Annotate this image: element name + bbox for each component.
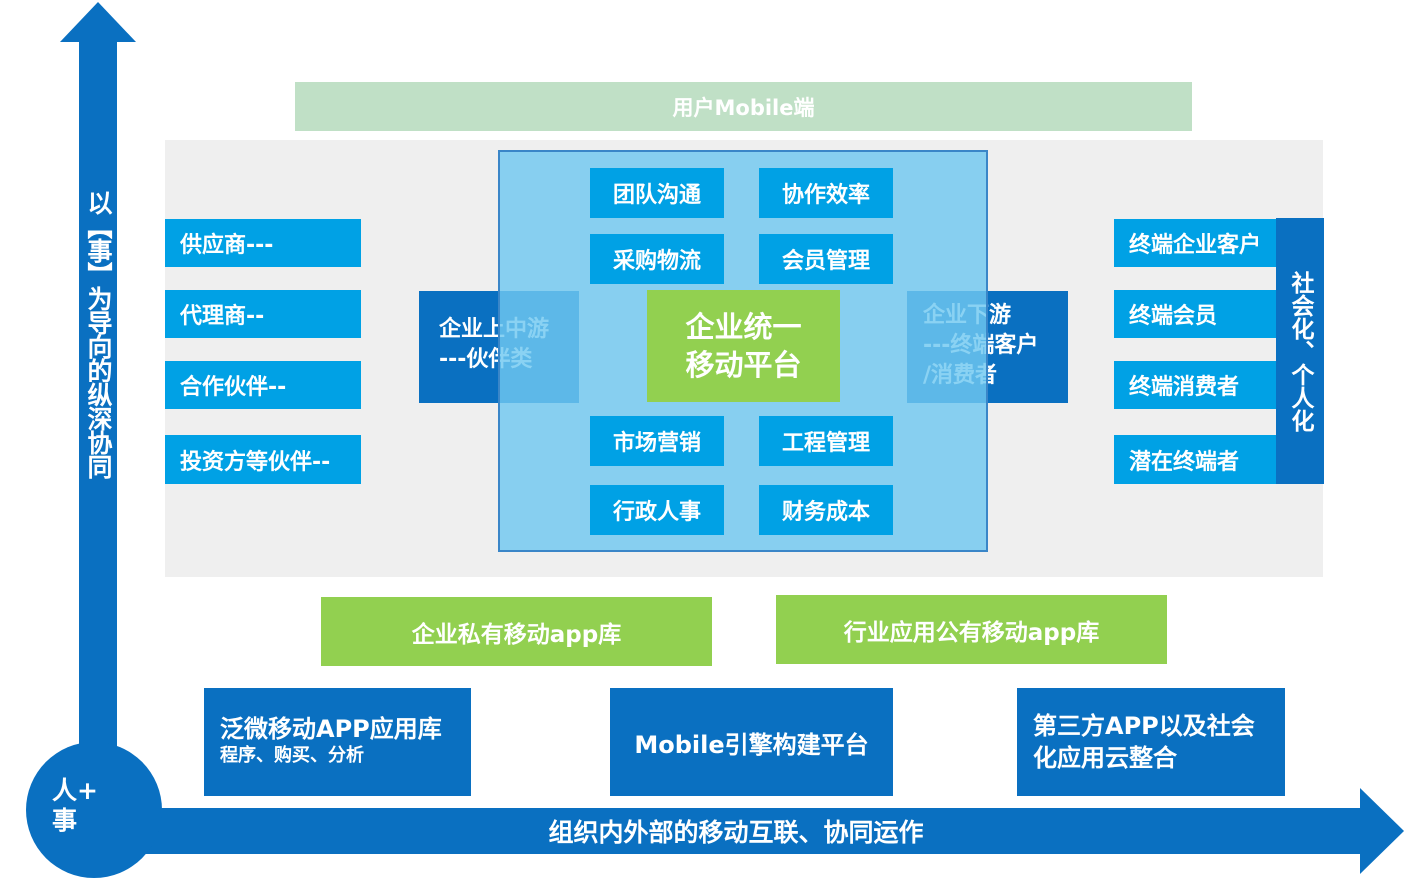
core-line-2: 移动平台 (685, 348, 802, 382)
third-party-line-2: 化应用云整合 (1033, 744, 1177, 772)
third-party-cloud-box: 第三方APP以及社会 化应用云整合 (1017, 688, 1285, 796)
fanwei-title: 泛微移动APP应用库 (220, 715, 442, 743)
socialization-label: 社会化、个人化 (1276, 218, 1324, 484)
horizontal-axis-arrow (110, 808, 1362, 854)
left-box-partner: 合作伙伴-- (165, 361, 361, 409)
origin-line-1: 人+ (52, 776, 98, 805)
third-party-line-1: 第三方APP以及社会 (1033, 712, 1255, 740)
func-team-communication: 团队沟通 (590, 168, 724, 218)
public-app-library: 行业应用公有移动app库 (776, 595, 1167, 664)
origin-line-2: 事 (52, 806, 78, 835)
horizontal-arrow-head (1360, 788, 1404, 874)
right-box-enterprise-customer: 终端企业客户 (1114, 219, 1278, 267)
vertical-arrow-head (60, 2, 136, 42)
left-box-agent: 代理商-- (165, 290, 361, 338)
fanwei-app-library-box: 泛微移动APP应用库 程序、购买、分析 (204, 688, 471, 796)
func-finance-cost: 财务成本 (759, 485, 893, 535)
right-box-member: 终端会员 (1114, 290, 1278, 338)
func-admin-hr: 行政人事 (590, 485, 724, 535)
func-collaboration-efficiency: 协作效率 (759, 168, 893, 218)
right-box-potential: 潜在终端者 (1114, 435, 1278, 484)
user-mobile-banner: 用户Mobile端 (295, 82, 1192, 131)
core-line-1: 企业统一 (685, 310, 802, 344)
func-marketing: 市场营销 (590, 416, 724, 466)
origin-label: 人+ 事 (52, 776, 112, 836)
horizontal-axis-label: 组织内外部的移动互联、协同运作 (548, 818, 924, 847)
unified-mobile-platform: 企业统一 移动平台 (647, 290, 840, 402)
mobile-engine-platform-box: Mobile引擎构建平台 (610, 688, 893, 796)
left-box-investor: 投资方等伙伴-- (165, 435, 361, 484)
private-app-library: 企业私有移动app库 (321, 597, 712, 666)
right-box-consumer: 终端消费者 (1114, 361, 1278, 409)
func-member-management: 会员管理 (759, 234, 893, 284)
vertical-axis-label: 以【事】为导向的纵深协同 (84, 190, 113, 478)
func-procurement-logistics: 采购物流 (590, 234, 724, 284)
vertical-axis-arrow (79, 40, 117, 780)
left-box-supplier: 供应商--- (165, 219, 361, 267)
origin-circle (26, 742, 162, 878)
func-engineering-management: 工程管理 (759, 416, 893, 466)
fanwei-subtitle: 程序、购买、分析 (220, 745, 364, 766)
